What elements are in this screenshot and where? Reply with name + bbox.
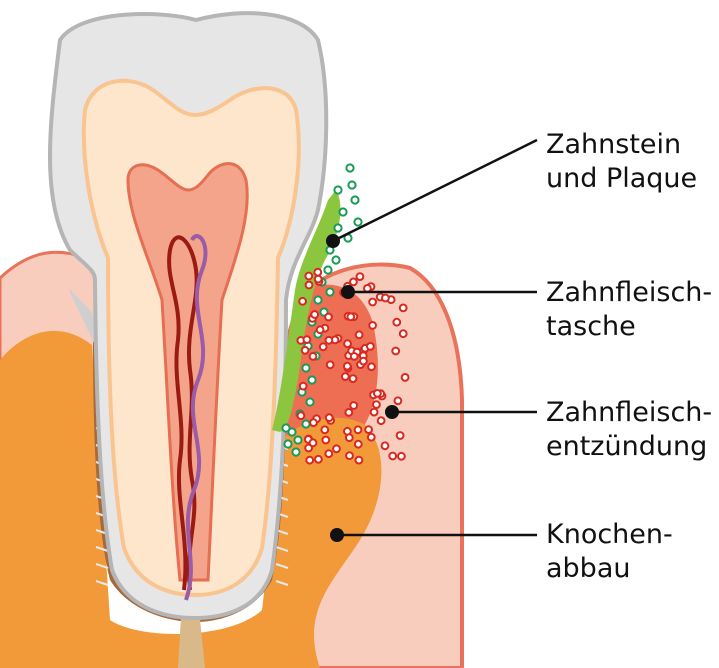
bacterium-red [350,375,357,382]
bacterium-red [342,373,349,380]
bacterium-red [371,409,378,416]
bacterium-red [315,456,322,463]
bacterium-red [300,383,307,390]
label-bone-loss-line1: Knochen- [546,518,673,552]
bacterium-red [333,445,340,452]
bacterium-red [299,298,306,305]
bacterium-red [368,363,375,370]
bacterium-green [302,420,309,427]
bacterium-red [393,319,400,326]
label-calculus-line2: und Plaque [546,162,697,196]
bacterium-red [302,347,309,354]
bacterium-red [346,452,353,459]
bacterium-red [310,439,317,446]
bacterium-red [400,330,407,337]
bacterium-green [292,448,299,455]
bacterium-green [324,266,331,273]
label-calculus-line1: Zahnstein [546,128,697,162]
bacterium-red [311,311,318,318]
bacterium-red [355,426,362,433]
label-bone-loss: Knochen- abbau [546,518,673,586]
bacterium-green [294,436,301,443]
bacterium-red [355,441,362,448]
bacterium-green [306,398,313,405]
bacterium-red [346,434,353,441]
bacterium-red [347,313,354,320]
bacterium-green [348,181,355,188]
label-pocket: Zahnfleisch- tasche [546,276,712,344]
bacterium-red [360,358,367,365]
bacterium-green [351,196,358,203]
bacterium-red [382,295,389,302]
callout-calculus [326,140,537,248]
bacterium-red [344,363,351,370]
label-gingivitis: Zahnfleisch- entzündung [546,396,712,464]
bacterium-green [334,224,341,231]
bacterium-red [326,414,333,421]
bacterium-red [351,353,358,360]
bacterium-red [304,336,311,343]
label-calculus: Zahnstein und Plaque [546,128,697,196]
bacterium-green [332,256,339,263]
label-gingivitis-line2: entzündung [546,430,712,464]
bacterium-red [400,305,407,312]
label-bone-loss-line2: abbau [546,552,673,586]
bacterium-green [346,164,353,171]
bacterium-red [365,426,372,433]
bacterium-red [315,276,322,283]
bacterium-green [282,424,289,431]
bacterium-red [310,353,317,360]
bacterium-green [354,218,361,225]
bacterium-red [397,432,404,439]
bacterium-red [344,340,351,347]
bacterium-red [356,331,363,338]
bacterium-red [306,457,313,464]
bacterium-green [334,186,341,193]
bacterium-red [322,437,329,444]
bacterium-red [373,401,380,408]
label-gingivitis-line1: Zahnfleisch- [546,396,712,430]
bacterium-red [310,419,317,426]
bacterium-red [325,450,332,457]
bacterium-red [374,390,381,397]
bacterium-red [305,273,312,280]
bacterium-red [382,442,389,449]
bacterium-red [367,343,374,350]
bacterium-red [368,434,375,441]
bacterium-red [325,314,332,321]
bacterium-red [402,374,409,381]
bacterium-red [345,409,352,416]
bacterium-green [339,208,346,215]
bacterium-green [326,288,333,295]
bacterium-green [308,376,315,383]
bacterium-red [398,453,405,460]
bacterium-red [306,282,313,289]
bacterium-red [314,269,321,276]
label-pocket-line1: Zahnfleisch- [546,276,712,310]
bacterium-red [369,322,376,329]
bacterium-green [284,440,291,447]
bacterium-red [327,361,334,368]
bacterium-red [392,348,399,355]
bacterium-red [395,397,402,404]
bacterium-red [357,273,364,280]
bacterium-red [317,326,324,333]
bacterium-red [320,343,327,350]
bacterium-red [326,337,333,344]
bacterium-red [369,299,376,306]
label-pocket-line2: tasche [546,310,712,344]
bacterium-red [389,453,396,460]
bacterium-green [314,296,321,303]
bacterium-red [356,457,363,464]
bacterium-green [302,364,309,371]
bacterium-red [350,402,357,409]
bacterium-red [378,417,385,424]
bacterium-red [298,412,305,419]
bacterium-red [321,426,328,433]
